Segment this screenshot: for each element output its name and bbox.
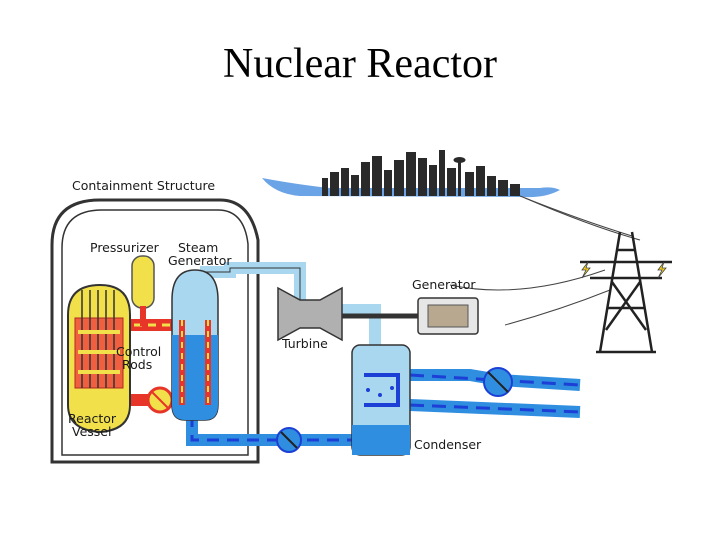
steam-generator-label-line2: Generator bbox=[168, 253, 232, 268]
containment-label: Containment Structure bbox=[72, 178, 215, 193]
pump-icon bbox=[146, 367, 513, 453]
condenser-label: Condenser bbox=[414, 437, 482, 452]
reactor-vessel-label-line1: Reactor bbox=[68, 411, 117, 426]
pressurizer bbox=[131, 255, 155, 326]
control-rods-label-line1: Control bbox=[116, 344, 161, 359]
control-rods-label-line2: Rods bbox=[122, 357, 152, 372]
turbine-label: Turbine bbox=[281, 336, 328, 351]
turbine bbox=[277, 286, 420, 342]
steam-generator-label-line1: Steam bbox=[178, 240, 218, 255]
city-skyline bbox=[262, 150, 560, 198]
steam-pipe bbox=[200, 262, 381, 345]
reactor-vessel bbox=[67, 283, 131, 434]
condenser bbox=[351, 344, 411, 456]
pressurizer-label: Pressurizer bbox=[90, 240, 160, 255]
page-title: Nuclear Reactor bbox=[222, 41, 497, 87]
steam-generator bbox=[171, 269, 219, 421]
generator-label: Generator bbox=[412, 277, 476, 292]
reactor-vessel-label-line2: Vessel bbox=[72, 424, 111, 439]
transmission-tower bbox=[580, 231, 672, 354]
electricity-spark-icon bbox=[581, 261, 667, 279]
generator bbox=[417, 297, 479, 335]
